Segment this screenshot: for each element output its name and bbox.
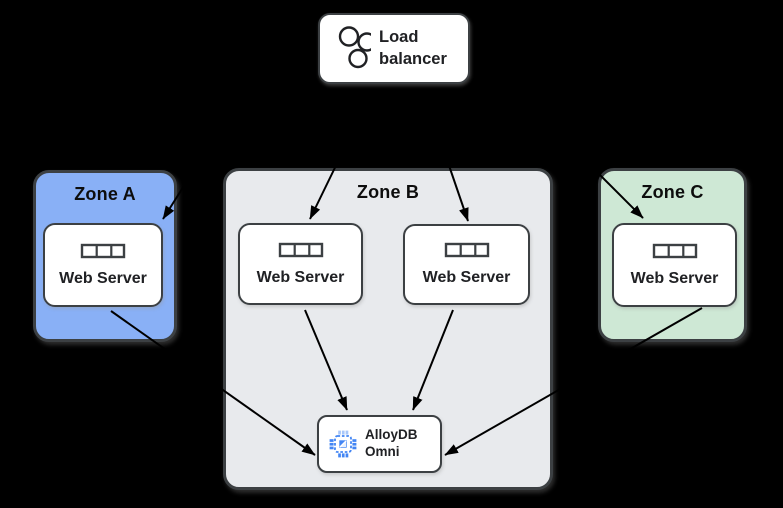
zone-b: Zone B Web Server Web Server [223,168,553,490]
alloydb-omni-label: AlloyDB Omni [365,427,418,459]
zone-a-web-server-box: Web Server [43,223,163,307]
web-server-label: Web Server [630,269,719,287]
load-balancer-label: Load balancer [379,28,447,68]
server-icon [444,242,489,258]
web-server-label: Web Server [422,269,511,286]
zone-c-title: Zone C [641,182,704,202]
zone-c: Zone C Web Server [598,168,747,342]
zone-b-web-server-box-2: Web Server [403,224,530,305]
server-icon [652,243,697,258]
server-icon [278,242,323,257]
load-balancer-box: Load balancer [318,13,470,84]
alloydb-chip-icon [329,430,357,458]
server-icon [80,243,126,258]
zone-c-web-server-box: Web Server [612,223,737,307]
zone-a: Zone A Web Server [33,170,177,342]
web-server-label: Web Server [256,268,345,286]
zone-a-title: Zone A [74,184,136,204]
alloydb-omni-box: AlloyDB Omni [317,415,442,473]
zone-b-title: Zone B [356,182,420,202]
web-server-label: Web Server [59,269,147,287]
zone-b-web-server-box-1: Web Server [238,223,363,305]
load-balancer-icon [338,25,371,68]
